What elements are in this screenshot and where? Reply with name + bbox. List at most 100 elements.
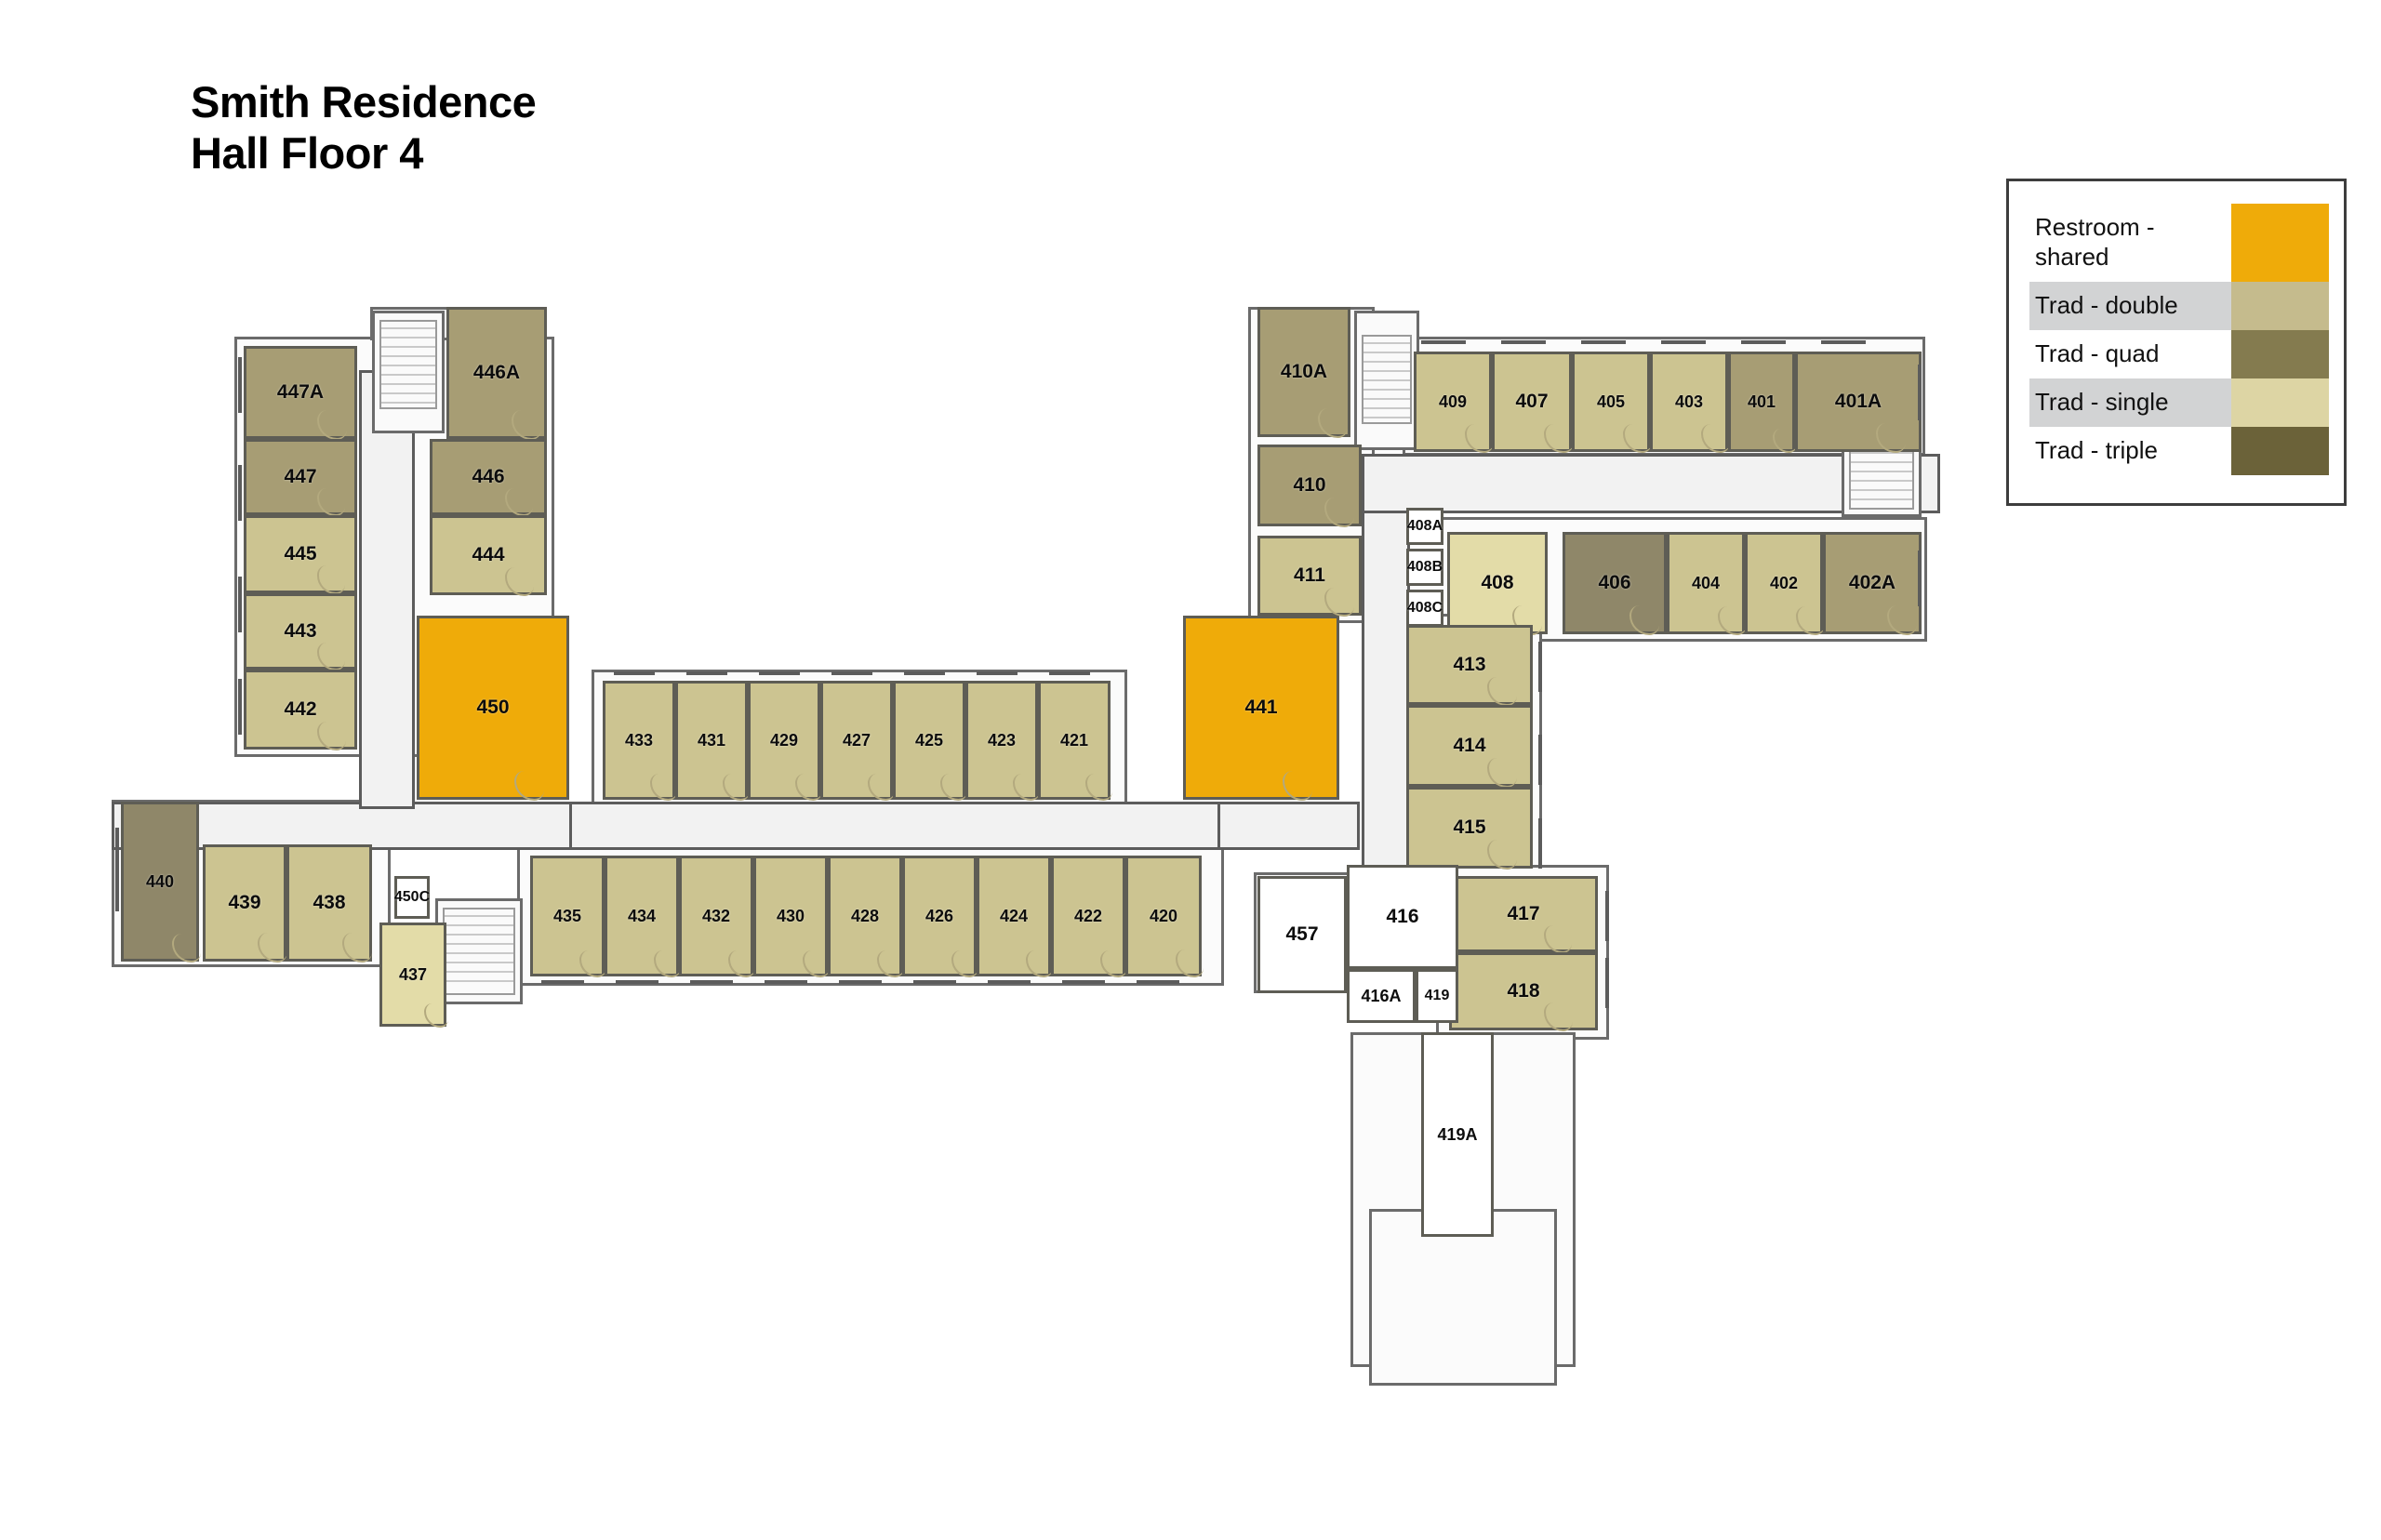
stair-treads-left — [379, 320, 437, 409]
room-label-413: 413 — [1453, 654, 1486, 675]
door-arc-418 — [1544, 1002, 1573, 1031]
room-411[interactable]: 411 — [1257, 536, 1362, 617]
room-450C[interactable]: 450C — [394, 876, 430, 919]
room-423[interactable]: 423 — [965, 681, 1040, 801]
room-413[interactable]: 413 — [1406, 625, 1533, 706]
stair-treads-far-east — [1849, 445, 1914, 510]
room-430[interactable]: 430 — [753, 856, 830, 977]
room-421[interactable]: 421 — [1038, 681, 1112, 801]
room-426[interactable]: 426 — [902, 856, 978, 977]
room-402[interactable]: 402 — [1745, 532, 1825, 635]
room-457[interactable]: 457 — [1257, 876, 1347, 993]
room-label-446A: 446A — [472, 362, 521, 383]
room-403[interactable]: 403 — [1650, 352, 1730, 453]
door-arc-433 — [650, 774, 677, 801]
room-414[interactable]: 414 — [1406, 705, 1533, 788]
room-440[interactable]: 440 — [121, 802, 201, 962]
room-422[interactable]: 422 — [1051, 856, 1127, 977]
room-404[interactable]: 404 — [1667, 532, 1747, 635]
room-437[interactable]: 437 — [379, 923, 449, 1028]
room-label-450C: 450C — [393, 889, 431, 905]
room-434[interactable]: 434 — [605, 856, 681, 977]
room-416A[interactable]: 416A — [1347, 969, 1416, 1023]
room-407[interactable]: 407 — [1492, 352, 1574, 453]
room-410A[interactable]: 410A — [1257, 307, 1350, 438]
room-420[interactable]: 420 — [1125, 856, 1204, 977]
room-label-417: 417 — [1507, 903, 1540, 924]
room-label-414: 414 — [1453, 735, 1486, 756]
room-428[interactable]: 428 — [828, 856, 904, 977]
window-tick — [1538, 642, 1542, 692]
room-label-425: 425 — [914, 730, 944, 750]
room-408A[interactable]: 408A — [1406, 508, 1443, 545]
door-arc-428 — [876, 949, 904, 977]
corridor-center-upper — [569, 802, 1220, 850]
door-arc-444 — [505, 566, 535, 596]
room-435[interactable]: 435 — [530, 856, 606, 977]
room-425[interactable]: 425 — [893, 681, 967, 801]
room-405[interactable]: 405 — [1572, 352, 1652, 453]
room-441[interactable]: 441 — [1183, 616, 1339, 801]
room-443[interactable]: 443 — [244, 593, 357, 670]
corridor-left-vertical — [359, 370, 415, 809]
room-401[interactable]: 401 — [1728, 352, 1798, 453]
room-419A[interactable]: 419A — [1421, 1032, 1494, 1237]
window-tick — [1741, 340, 1786, 344]
room-438[interactable]: 438 — [286, 844, 373, 962]
door-arc-423 — [1013, 774, 1040, 801]
room-408B[interactable]: 408B — [1406, 549, 1443, 586]
room-label-440: 440 — [145, 871, 175, 891]
window-tick — [1501, 340, 1546, 344]
room-424[interactable]: 424 — [977, 856, 1053, 977]
room-418[interactable]: 418 — [1449, 952, 1598, 1031]
room-427[interactable]: 427 — [820, 681, 895, 801]
page-title: Smith Residence Hall Floor 4 — [191, 76, 537, 179]
room-401A[interactable]: 401A — [1795, 352, 1922, 453]
room-label-419A: 419A — [1437, 1124, 1478, 1144]
room-label-418: 418 — [1507, 980, 1540, 1002]
room-444[interactable]: 444 — [430, 515, 547, 596]
room-439[interactable]: 439 — [203, 844, 287, 962]
room-402A[interactable]: 402A — [1823, 532, 1922, 635]
room-label-450: 450 — [476, 697, 510, 718]
room-406[interactable]: 406 — [1563, 532, 1667, 635]
room-label-430: 430 — [776, 906, 805, 925]
room-label-405: 405 — [1596, 392, 1626, 411]
room-408C[interactable]: 408C — [1406, 590, 1443, 627]
room-432[interactable]: 432 — [679, 856, 755, 977]
room-447A[interactable]: 447A — [244, 346, 357, 440]
room-446[interactable]: 446 — [430, 439, 547, 516]
door-arc-446A — [511, 410, 541, 440]
window-tick — [1538, 818, 1542, 869]
room-415[interactable]: 415 — [1406, 787, 1533, 870]
room-label-424: 424 — [999, 906, 1029, 925]
room-410[interactable]: 410 — [1257, 445, 1362, 527]
room-445[interactable]: 445 — [244, 515, 357, 594]
room-431[interactable]: 431 — [675, 681, 750, 801]
room-416[interactable]: 416 — [1347, 865, 1458, 969]
window-tick — [904, 671, 945, 675]
window-tick — [616, 980, 658, 984]
room-442[interactable]: 442 — [244, 670, 357, 750]
legend-swatch-trad-single — [2231, 378, 2329, 427]
room-433[interactable]: 433 — [603, 681, 677, 801]
door-arc-424 — [1025, 949, 1053, 977]
room-409[interactable]: 409 — [1414, 352, 1494, 453]
legend-label-trad-single: Trad - single — [2029, 378, 2231, 427]
room-408[interactable]: 408 — [1447, 532, 1548, 635]
room-419[interactable]: 419 — [1416, 969, 1458, 1023]
door-arc-430 — [802, 949, 830, 977]
window-tick — [1049, 671, 1090, 675]
room-417[interactable]: 417 — [1449, 876, 1598, 953]
room-450[interactable]: 450 — [417, 616, 569, 801]
room-447[interactable]: 447 — [244, 439, 357, 516]
room-label-444: 444 — [472, 544, 505, 565]
legend-item-trad-double: Trad - double — [2029, 282, 2329, 330]
room-429[interactable]: 429 — [748, 681, 822, 801]
room-label-432: 432 — [701, 906, 731, 925]
room-label-401: 401 — [1747, 392, 1776, 411]
room-446A[interactable]: 446A — [446, 307, 547, 440]
room-label-435: 435 — [552, 906, 582, 925]
window-tick — [686, 671, 727, 675]
